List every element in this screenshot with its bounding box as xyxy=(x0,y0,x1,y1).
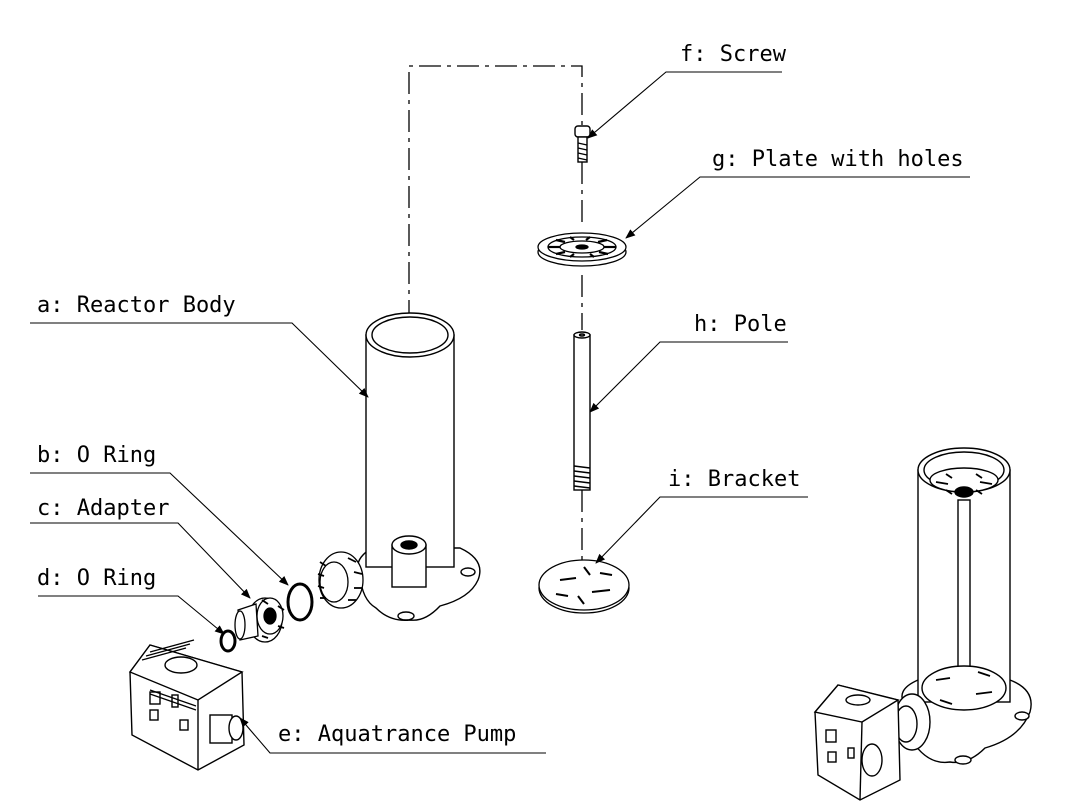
label-reactor-body: a: Reactor Body xyxy=(37,293,236,318)
leader-lines xyxy=(30,71,970,754)
leader-e xyxy=(239,717,546,754)
leader-h xyxy=(589,341,788,413)
leader-a xyxy=(30,322,369,398)
label-screw: f: Screw xyxy=(680,42,786,67)
leader-d xyxy=(38,595,225,635)
leader-c xyxy=(30,522,251,599)
bracket-part xyxy=(538,559,630,614)
plate-with-holes-part xyxy=(537,232,627,267)
label-adapter: c: Adapter xyxy=(37,496,170,521)
assembly-path-dashed xyxy=(408,65,583,560)
o-ring-b-part xyxy=(286,582,314,622)
label-pole: h: Pole xyxy=(694,312,787,337)
reactor-inlet-nut xyxy=(317,551,364,609)
label-aquatrance-pump: e: Aquatrance Pump xyxy=(278,722,517,747)
pole-part xyxy=(573,331,591,491)
leader-f xyxy=(587,71,782,139)
leader-b xyxy=(30,472,289,586)
label-o-ring-b: b: O Ring xyxy=(37,443,157,468)
aquatrance-pump-part xyxy=(128,639,245,771)
label-o-ring-d: d: O Ring xyxy=(37,566,157,591)
leader-i xyxy=(595,496,808,564)
adapter-part xyxy=(234,597,285,643)
label-bracket: i: Bracket xyxy=(668,467,801,492)
screw-part xyxy=(574,125,591,163)
assembled-view xyxy=(813,447,1032,801)
label-plate-with-holes: g: Plate with holes xyxy=(712,147,964,172)
o-ring-d-part xyxy=(219,629,237,653)
leader-g xyxy=(625,176,970,239)
reactor-body-part xyxy=(357,312,481,621)
